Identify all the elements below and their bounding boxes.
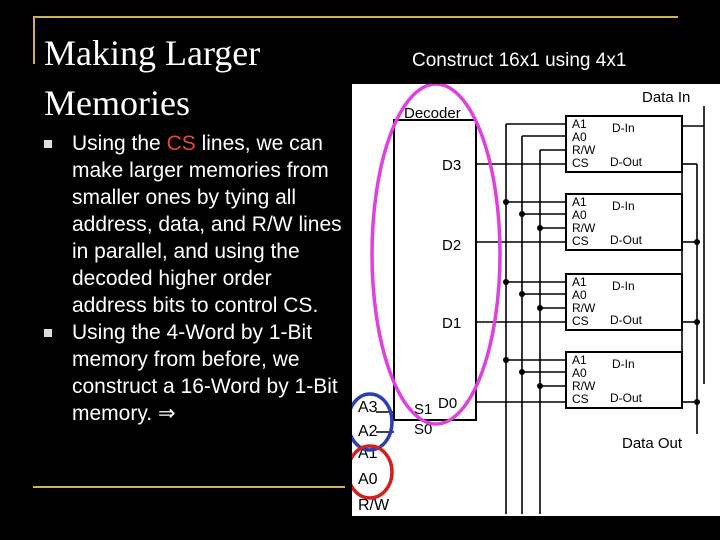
bullet-1-text-end: lines, we can make larger memories from … <box>72 132 342 317</box>
chip-2-rw-pin: R/W <box>572 221 596 235</box>
chip-3-cs-pin: CS <box>572 156 589 170</box>
chip-2-a0-pin: A0 <box>572 208 587 222</box>
decoder-output-d0: D0 <box>438 395 457 412</box>
chip-0-a1-pin: A1 <box>572 353 587 367</box>
bullet-1-text-start: Using the <box>72 132 167 155</box>
chip-2-din-pin: D-In <box>612 199 635 213</box>
chip-0-a0-pin: A0 <box>572 366 587 380</box>
decoder-output-d2: D2 <box>442 237 461 254</box>
chip-0-din-pin: D-In <box>612 357 635 371</box>
input-rw-label: R/W <box>358 497 390 514</box>
chip-1-rw-pin: R/W <box>572 301 596 315</box>
decoder-highlight-ellipse <box>370 84 502 426</box>
input-a0-label: A0 <box>358 471 378 488</box>
chip-2-a1-pin: A1 <box>572 195 587 209</box>
input-a3-label: A3 <box>358 399 378 416</box>
diagram-background <box>352 84 720 516</box>
decoder-output-d1: D1 <box>442 315 461 332</box>
bullet-item-1: Using the CS lines, we can make larger m… <box>44 130 344 319</box>
chip-1-a1-pin: A1 <box>572 275 587 289</box>
slide-subtitle: Construct 16x1 using 4x1 <box>412 50 627 71</box>
chip-1-din-pin: D-In <box>612 279 635 293</box>
chip-3-rw-pin: R/W <box>572 143 596 157</box>
low-address-highlight-circle <box>352 444 394 500</box>
chip-2-dout-pin: D-Out <box>610 233 643 247</box>
chip-2-cs-pin: CS <box>572 234 589 248</box>
chip-3-dout-pin: D-Out <box>610 155 643 169</box>
chip-0-rw-pin: R/W <box>572 379 596 393</box>
decoder-box <box>393 119 477 421</box>
bullet-1-highlight: CS <box>166 132 196 155</box>
memory-chip-2: A1 A0 R/W CS D-In D-Out <box>565 193 683 251</box>
frame-left-rule <box>33 16 35 64</box>
square-bullet-icon <box>44 140 52 148</box>
chip-3-din-pin: D-In <box>612 121 635 135</box>
chip-3-a0-pin: A0 <box>572 130 587 144</box>
bullet-2-arrow: ⇒ <box>157 402 176 425</box>
chip-1-dout-pin: D-Out <box>610 313 643 327</box>
data-out-label: Data Out <box>622 435 683 452</box>
chip-0-dout-pin: D-Out <box>610 391 643 405</box>
chip-0-cs-pin: CS <box>572 392 589 406</box>
diagram-wiring <box>376 106 705 514</box>
decoder-label: Decoder <box>404 105 461 122</box>
decoder-output-d3: D3 <box>442 157 461 174</box>
square-bullet-icon <box>44 329 52 337</box>
bullet-item-2: Using the 4-Word by 1-Bit memory from be… <box>44 319 344 427</box>
bullet-list: Using the CS lines, we can make larger m… <box>44 130 344 427</box>
decoder-select-s1: S1 <box>414 401 432 418</box>
input-a2-label: A2 <box>358 423 378 440</box>
chip-1-a0-pin: A0 <box>572 288 587 302</box>
chip-3-a1-pin: A1 <box>572 117 587 131</box>
high-address-highlight-circle <box>352 392 394 452</box>
memory-diagram: Decoder Data In Data Out D3 D2 D1 D0 S1 … <box>352 84 720 516</box>
slide-title: Making Larger Memories <box>44 33 261 123</box>
bullet-2-text-start: Using the 4-Word by 1-Bit memory from be… <box>72 321 338 425</box>
frame-bottom-rule <box>33 486 345 488</box>
frame-top-rule <box>33 16 678 18</box>
wire-junctions <box>503 199 700 405</box>
data-in-label: Data In <box>642 89 690 106</box>
memory-chip-3: A1 A0 R/W CS D-In D-Out <box>565 115 683 173</box>
decoder-select-s0: S0 <box>414 421 432 438</box>
memory-chip-1: A1 A0 R/W CS D-In D-Out <box>565 273 683 331</box>
chip-1-cs-pin: CS <box>572 314 589 328</box>
